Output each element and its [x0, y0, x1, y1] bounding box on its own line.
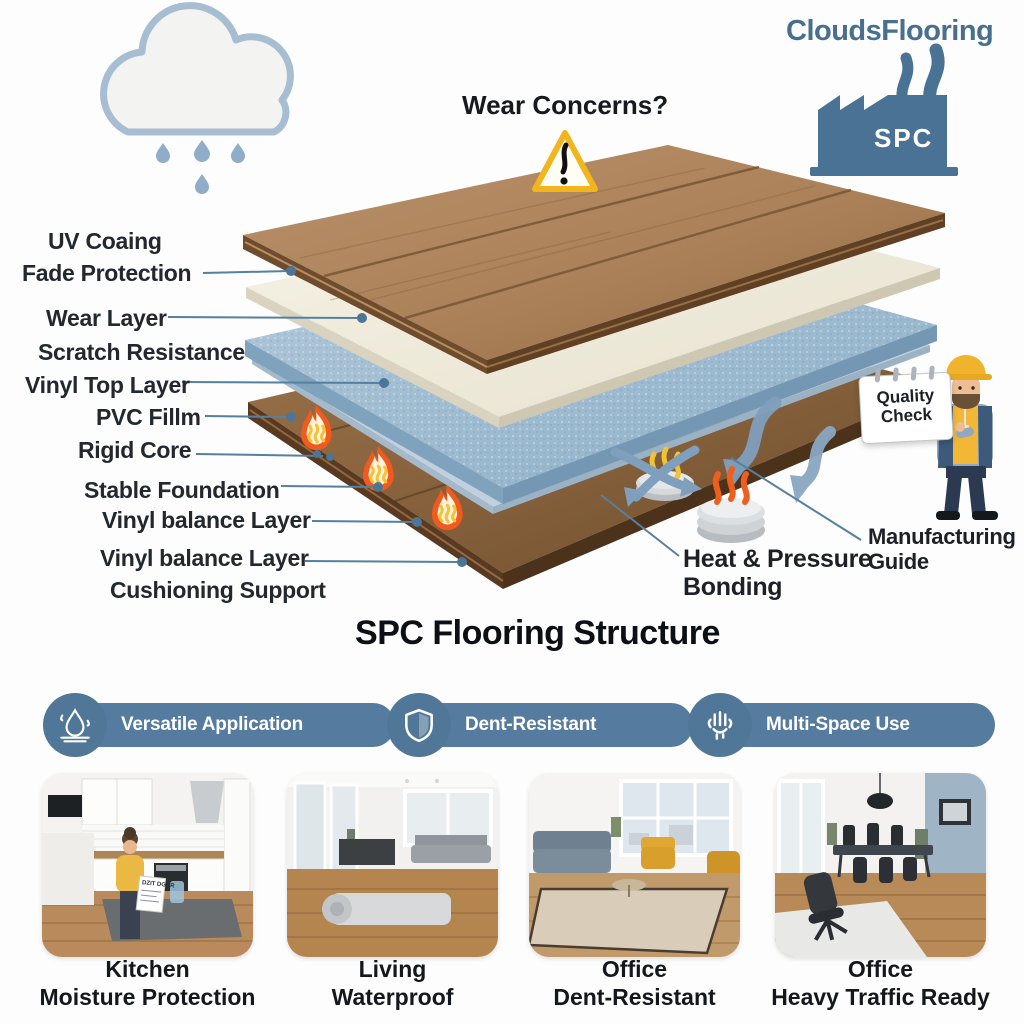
- badge-label: Dent-Resistant: [465, 714, 597, 735]
- quality-check-line2: Check: [880, 404, 933, 427]
- wear-concerns-heading: Wear Concerns?: [462, 90, 669, 120]
- label-vinyl-balance-2: Vinyl balance Layer: [100, 545, 309, 571]
- caption-office-2: Office: [847, 956, 914, 982]
- manufacturing-guide-label: Manufacturing: [868, 524, 1016, 549]
- heat-press-icon: [697, 466, 765, 543]
- caption-kitchen-2: Moisture Protection: [39, 984, 256, 1010]
- warning-icon: [532, 130, 598, 192]
- label-wear-layer: Wear Layer: [46, 305, 167, 331]
- label-stable-foundation: Stable Foundation: [84, 477, 280, 503]
- manufacturing-guide-label2: Guide: [868, 549, 929, 574]
- worker-figure: [927, 355, 998, 520]
- leader-dots: [286, 266, 467, 567]
- caption-office-1b: Dent-Resistant: [553, 984, 716, 1010]
- factory-icon: [810, 43, 958, 176]
- brand-logo: CloudsFlooring: [786, 15, 994, 47]
- quality-check-notepad: Quality Check: [858, 365, 954, 445]
- badge-pill: Dent-Resistant: [415, 703, 693, 747]
- badge-label: Versatile Application: [121, 714, 303, 735]
- leader-lines: [167, 270, 862, 563]
- heat-bonding-label: Heat & Pressure: [683, 545, 872, 573]
- living-room-photo: [287, 773, 498, 957]
- layer-top-wood: [243, 145, 945, 374]
- water-drop-icon: [43, 693, 107, 757]
- caption-office-2b: Heavy Traffic Ready: [771, 984, 990, 1010]
- hand-icon: [688, 693, 752, 757]
- label-rigid-core: Rigid Core: [78, 437, 192, 463]
- page-title: SPC Flooring Structure: [355, 614, 720, 652]
- caption-living: Living: [358, 956, 427, 982]
- kitchen-paper-text: DZIT DGUR: [142, 880, 176, 889]
- shield-icon: [387, 693, 451, 757]
- badge-pill: Multi-Space Use: [716, 703, 995, 747]
- caption-kitchen: Kitchen: [105, 956, 190, 982]
- office-lounge-photo: [529, 773, 740, 957]
- label-cushioning-support: Cushioning Support: [110, 577, 326, 603]
- label-vinyl-balance-1: Vinyl balance Layer: [102, 507, 311, 533]
- rain-cloud-icon: [100, 2, 294, 194]
- factory-spc-label: SPC: [874, 123, 934, 153]
- caption-office-1: Office: [601, 956, 668, 982]
- kitchen-photo: DZIT DGUR: [42, 773, 253, 957]
- label-scratch-resistance: Scratch Resistance: [38, 339, 245, 365]
- heat-bonding-label2: Bonding: [683, 573, 783, 601]
- steam-arrow-icon: [610, 445, 702, 507]
- badge-pill: Versatile Application: [71, 703, 395, 747]
- caption-living-2: Waterproof: [331, 984, 454, 1010]
- badge-label: Multi-Space Use: [766, 714, 910, 735]
- office-dining-photo: [775, 773, 986, 957]
- label-fade-protection: Fade Protection: [22, 260, 192, 286]
- label-vinyl-top-layer: Vinyl Top Layer: [25, 372, 190, 398]
- label-uv-coating: UV Coaing: [48, 228, 162, 254]
- label-pvc-film: PVC Fillm: [96, 404, 201, 430]
- rain-drop-icon: [156, 140, 245, 194]
